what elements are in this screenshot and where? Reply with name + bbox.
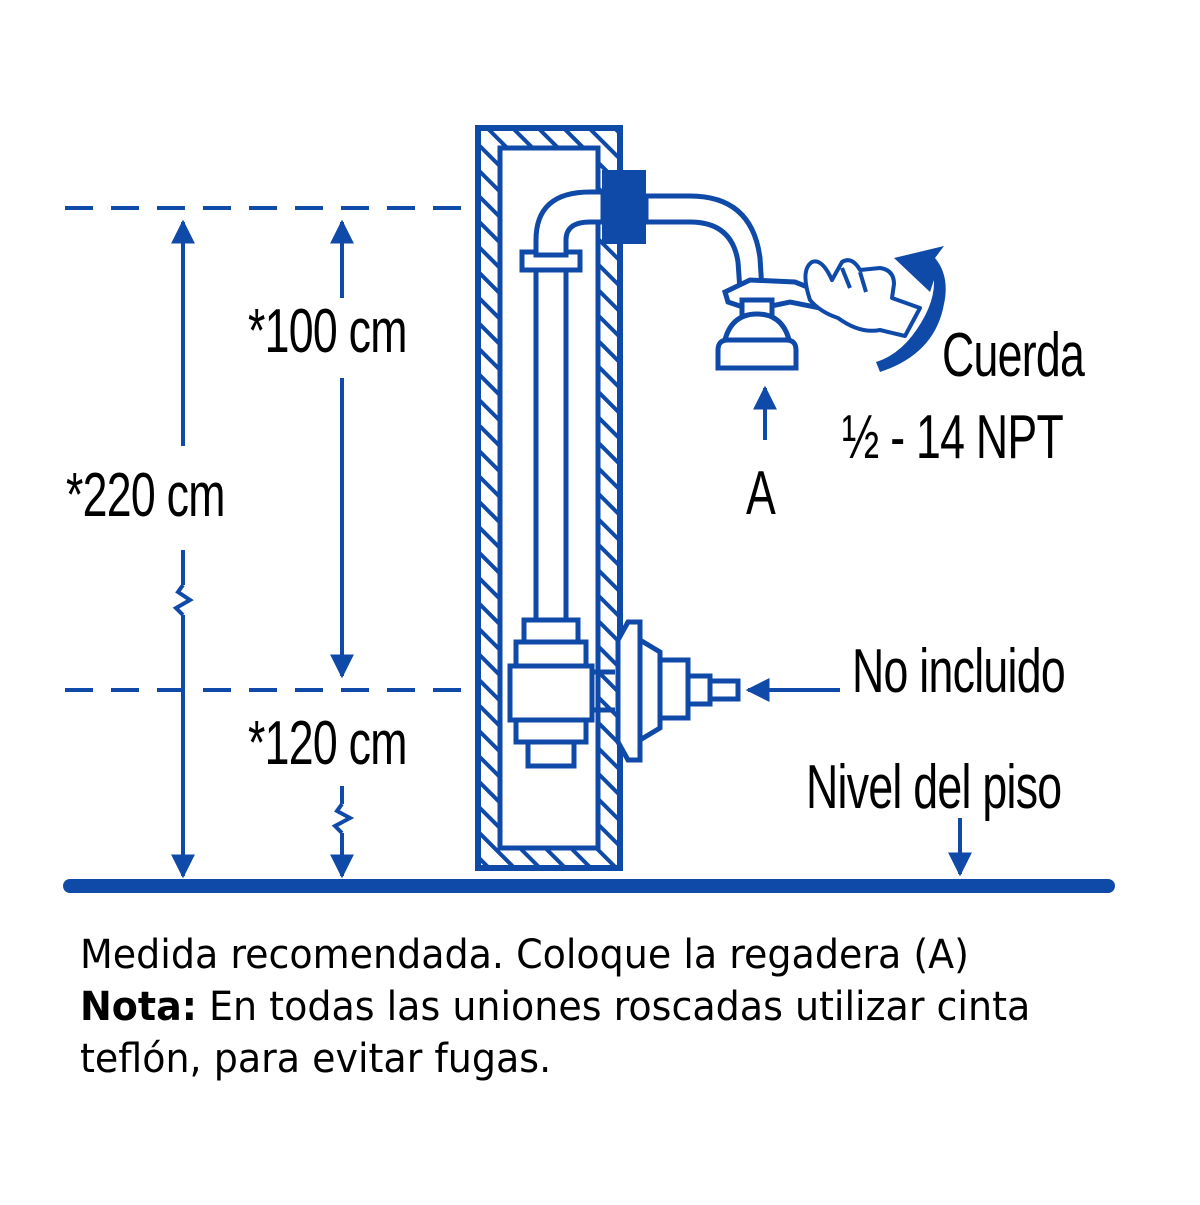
shower-reference-label: A (746, 459, 776, 528)
note-line-1: Medida recomendada. Coloque la regadera … (80, 932, 969, 978)
dimension-120-label: *120 cm (248, 709, 407, 778)
shower-head-icon (715, 297, 799, 371)
floor-level-label: Nivel del piso (806, 753, 1062, 822)
hand-icon (803, 258, 922, 338)
thread-label-line2: ½ - 14 NPT (842, 403, 1064, 472)
dimension-220-label: *220 cm (66, 461, 225, 530)
note-line-2-text: En todas las uniones roscadas utilizar c… (196, 984, 1031, 1030)
wall-flange (602, 170, 646, 244)
rotation-arrow-icon (876, 246, 946, 372)
dimension-100-label: *100 cm (248, 297, 407, 366)
dimension-220 (171, 219, 195, 879)
valve-body (507, 617, 615, 769)
valve-handle (615, 619, 741, 763)
thread-label-line1: Cuerda (942, 321, 1085, 390)
note-line-3: teflón, para evitar fugas. (80, 1036, 552, 1082)
not-included-label: No incluido (852, 637, 1066, 706)
supply-pipe (519, 189, 606, 623)
note-line-2: Nota: En todas las uniones roscadas util… (80, 984, 1030, 1030)
shower-arm (643, 193, 765, 293)
note-label: Nota: (80, 984, 197, 1030)
dimension-120 (330, 786, 355, 879)
